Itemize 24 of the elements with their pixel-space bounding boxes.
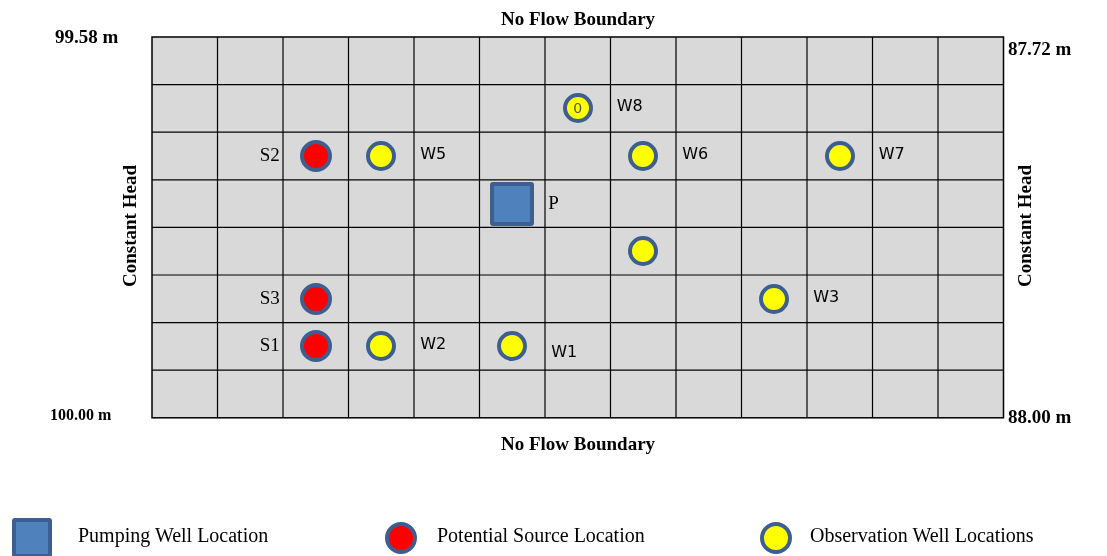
- boundary-label: No Flow Boundary: [500, 433, 656, 455]
- well-label: S2: [259, 144, 280, 166]
- well-number: 0: [573, 100, 583, 117]
- well-label: P: [548, 191, 559, 214]
- well-label: W2: [420, 334, 447, 354]
- boundary-label: No Flow Boundary: [500, 8, 656, 30]
- well-label: S3: [259, 286, 280, 309]
- well-label: W5: [420, 144, 447, 163]
- elevation-label: 87.72 m: [1008, 38, 1072, 60]
- well-label: W7: [878, 144, 905, 163]
- well-label: W6: [682, 144, 709, 163]
- legend-label: Pumping Well Location: [78, 524, 269, 547]
- boundary-label: Constant Head: [1014, 165, 1036, 287]
- well-label: W1: [551, 342, 578, 362]
- well-label: W3: [813, 286, 840, 306]
- boundary-label: Constant Head: [119, 165, 141, 287]
- well-label: W8: [616, 96, 643, 116]
- elevation-label: 100.00 m: [50, 406, 112, 424]
- elevation-label: 99.58 m: [55, 26, 119, 48]
- pumping-well-marker: [490, 181, 535, 226]
- legend-label: Observation Well Locations: [810, 524, 1034, 547]
- well-label: S1: [259, 334, 280, 357]
- legend-label: Potential Source Location: [437, 524, 645, 547]
- elevation-label: 88.00 m: [1008, 406, 1072, 428]
